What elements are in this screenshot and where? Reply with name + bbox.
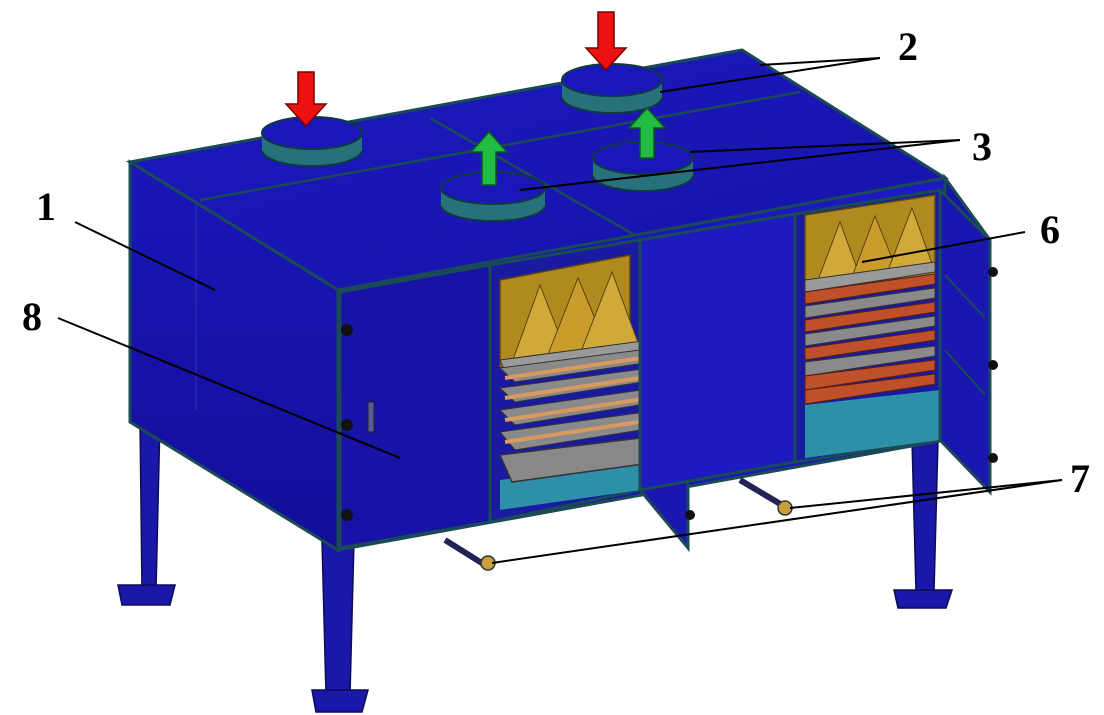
drain-pipes	[443, 477, 793, 571]
label-1: 1	[36, 184, 56, 229]
outlet-arrow-right	[627, 106, 667, 159]
label-8: 8	[22, 294, 42, 339]
label-6: 6	[1040, 207, 1060, 252]
label-2: 2	[898, 24, 918, 69]
front-door-left[interactable]	[338, 263, 492, 550]
duct-outlet-right	[592, 141, 694, 192]
left-heat-exchanger-shelves	[498, 254, 673, 483]
right-heat-exchanger-shelves	[804, 194, 936, 405]
outlet-arrow-left	[469, 130, 509, 186]
inlet-arrow-right	[584, 11, 628, 72]
duct-inlet-right	[561, 63, 663, 114]
leader-lines	[57, 57, 1063, 564]
inlet-arrow-left	[284, 71, 328, 128]
label-3: 3	[972, 124, 992, 169]
front-center-panel	[638, 212, 797, 492]
front-door-right-open[interactable]	[938, 186, 998, 496]
duct-inlet-left	[261, 116, 363, 167]
label-7: 7	[1070, 456, 1090, 501]
